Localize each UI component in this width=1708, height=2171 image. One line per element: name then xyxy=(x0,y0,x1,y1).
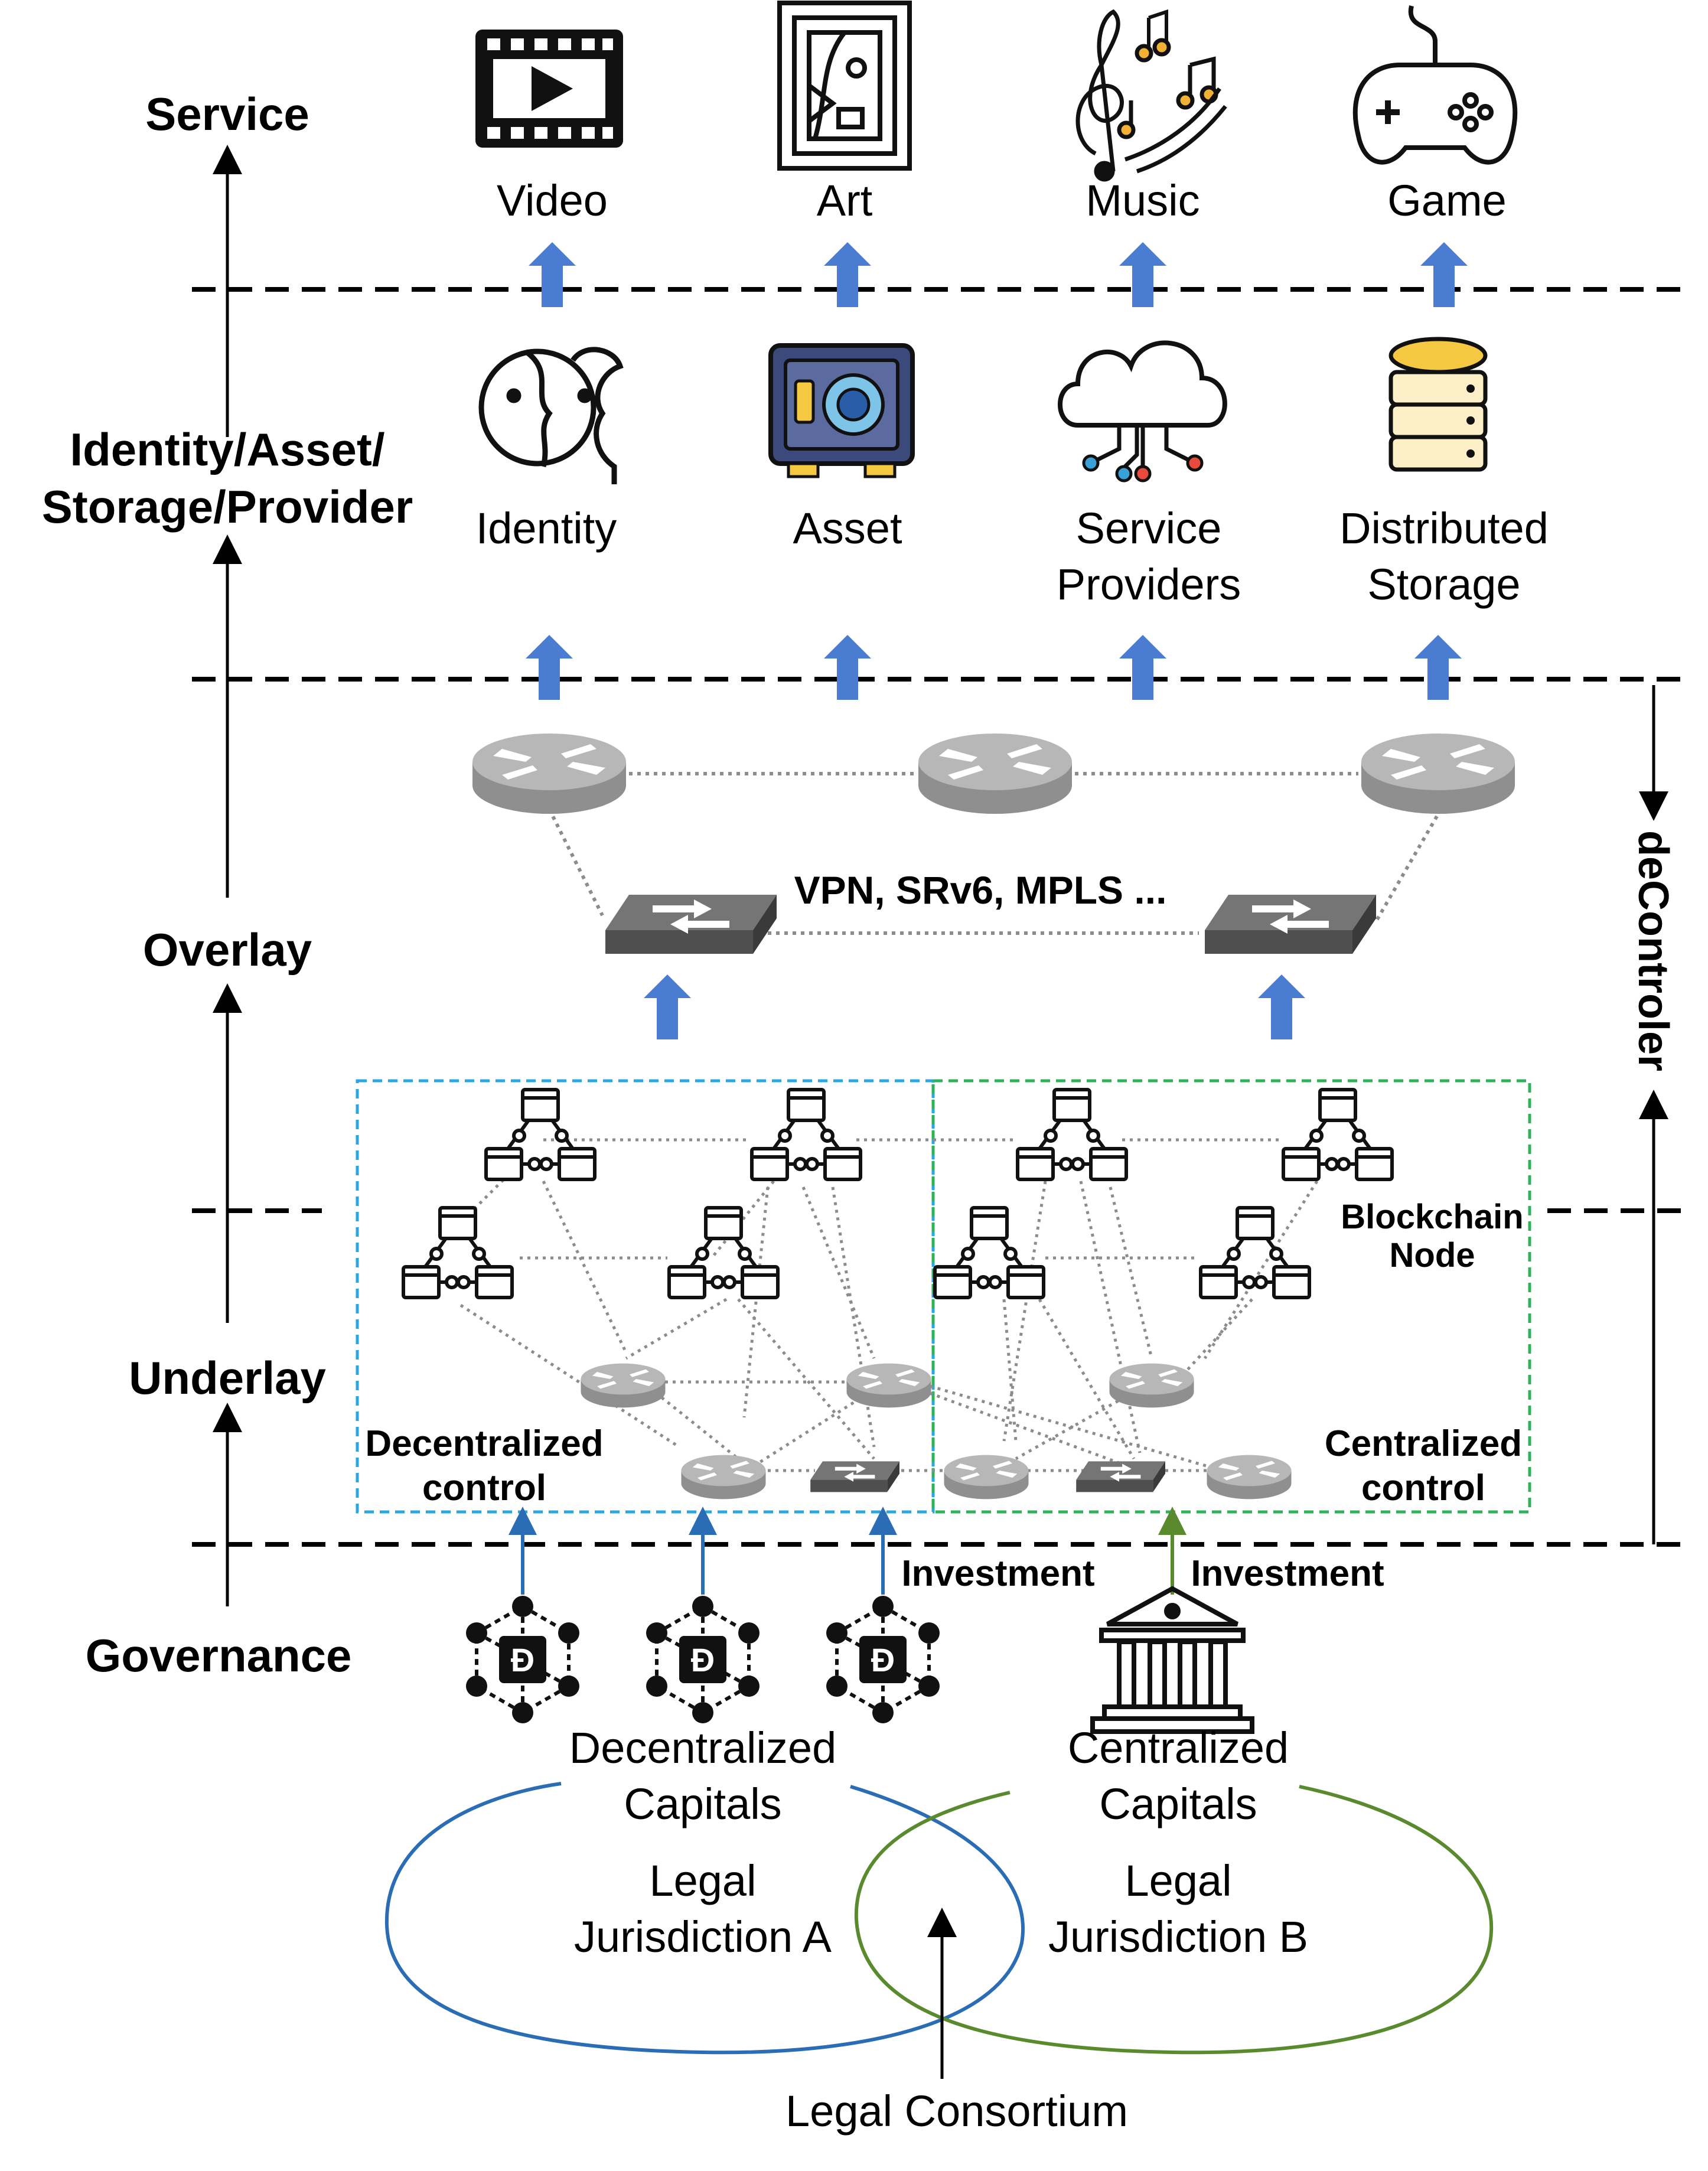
game-icon xyxy=(1352,5,1518,165)
flow-arrow xyxy=(1414,635,1462,700)
flow-arrow xyxy=(824,242,871,307)
switch-icon xyxy=(1076,1461,1165,1492)
centralized-control-label-2: control xyxy=(1361,1468,1485,1508)
router-icon xyxy=(1207,1455,1292,1500)
router-icon xyxy=(918,734,1072,814)
dao-token-icon xyxy=(466,1596,579,1723)
router-icon xyxy=(472,734,626,814)
investment-label-right: Investment xyxy=(1191,1553,1384,1594)
service-label-art: Art xyxy=(817,176,873,225)
jurisdiction-a-label-2: Jurisdiction A xyxy=(574,1912,832,1961)
cloud-icon xyxy=(1058,340,1227,483)
router-icon xyxy=(944,1455,1029,1500)
centralized-capitals-label-1: Centralized xyxy=(1068,1723,1289,1772)
router-icon xyxy=(846,1363,931,1408)
bank-icon xyxy=(1090,1586,1254,1734)
flow-arrow xyxy=(529,242,576,307)
layer-label-governance: Governance xyxy=(86,1629,352,1681)
item-label-asset: Asset xyxy=(793,504,902,553)
blockchain-node-icon xyxy=(1018,1090,1126,1179)
item-label-identity: Identity xyxy=(476,504,617,553)
layer-label-overlay: Overlay xyxy=(143,924,312,976)
router-icon xyxy=(581,1363,666,1408)
decentralized-control-label-1: Decentralized xyxy=(365,1423,603,1464)
centralized-control-label-1: Centralized xyxy=(1325,1423,1522,1464)
investment-arrows xyxy=(509,1507,1187,1595)
jurisdiction-b-label-1: Legal xyxy=(1124,1856,1231,1905)
layer-dividers xyxy=(192,287,1689,1547)
flow-arrow xyxy=(1119,635,1166,700)
router-icon xyxy=(1361,734,1515,814)
item-label-storage-2: Storage xyxy=(1367,560,1520,609)
switch-icon xyxy=(605,895,777,954)
overlay-protocols-label: VPN, SRv6, MPLS ... xyxy=(794,868,1167,912)
service-label-game: Game xyxy=(1387,176,1507,225)
item-label-providers-1: Service xyxy=(1076,504,1222,553)
jurisdiction-a-label-1: Legal xyxy=(649,1856,756,1905)
centralized-capitals-label-2: Capitals xyxy=(1099,1779,1257,1828)
blockchain-node-icon xyxy=(1283,1090,1392,1179)
flow-arrow xyxy=(824,635,871,700)
item-label-storage-1: Distributed xyxy=(1339,504,1549,553)
jurisdiction-b-label-2: Jurisdiction B xyxy=(1048,1912,1308,1961)
blockchain-node-icon xyxy=(403,1208,512,1298)
art-icon xyxy=(777,1,912,171)
decontroller-label: deControler xyxy=(1629,830,1677,1071)
decentralized-control-box xyxy=(356,1079,935,1514)
blockchain-node-icon xyxy=(752,1090,860,1179)
overlay-links xyxy=(547,772,1443,935)
decentralized-capitals-label-1: Decentralized xyxy=(569,1723,836,1772)
flow-arrow xyxy=(526,635,573,700)
flow-arrow xyxy=(644,974,691,1039)
jurisdiction-a-circle xyxy=(384,1782,1025,2055)
blockchain-node-icon xyxy=(486,1090,595,1179)
blockchain-node-icon xyxy=(935,1208,1044,1298)
service-label-video: Video xyxy=(497,176,608,225)
flow-arrow xyxy=(1420,242,1468,307)
dao-token-icon xyxy=(646,1596,760,1723)
decentralized-capitals-label-2: Capitals xyxy=(624,1779,781,1828)
service-label-music: Music xyxy=(1086,176,1199,225)
blockchain-node-icon xyxy=(669,1208,778,1298)
blockchain-node-label-1: Blockchain xyxy=(1341,1198,1523,1236)
router-icon xyxy=(1109,1363,1194,1408)
database-icon xyxy=(1388,337,1488,472)
legal-consortium-label: Legal Consortium xyxy=(785,2087,1128,2136)
dao-token-icon xyxy=(826,1596,940,1723)
item-label-providers-2: Providers xyxy=(1057,560,1241,609)
centralized-control-box xyxy=(931,1079,1531,1514)
decentralized-control-label-2: control xyxy=(422,1468,546,1508)
identity-icon xyxy=(478,347,624,484)
switch-icon xyxy=(1205,895,1376,954)
flow-arrow xyxy=(1119,242,1166,307)
layer-label-identity-1: Identity/Asset/ xyxy=(70,423,384,475)
safe-icon xyxy=(768,343,915,478)
switch-icon xyxy=(810,1461,899,1492)
router-icon xyxy=(681,1455,766,1500)
investment-label-left: Investment xyxy=(901,1553,1094,1594)
jurisdiction-b-circle xyxy=(854,1785,1494,2055)
blockchain-node-label-2: Node xyxy=(1390,1236,1475,1274)
layer-label-identity-2: Storage/Provider xyxy=(42,481,413,533)
music-icon xyxy=(1075,9,1227,182)
video-icon xyxy=(475,30,623,148)
layer-label-underlay: Underlay xyxy=(129,1352,326,1404)
layer-label-service: Service xyxy=(145,88,309,140)
flow-arrow xyxy=(1258,974,1305,1039)
